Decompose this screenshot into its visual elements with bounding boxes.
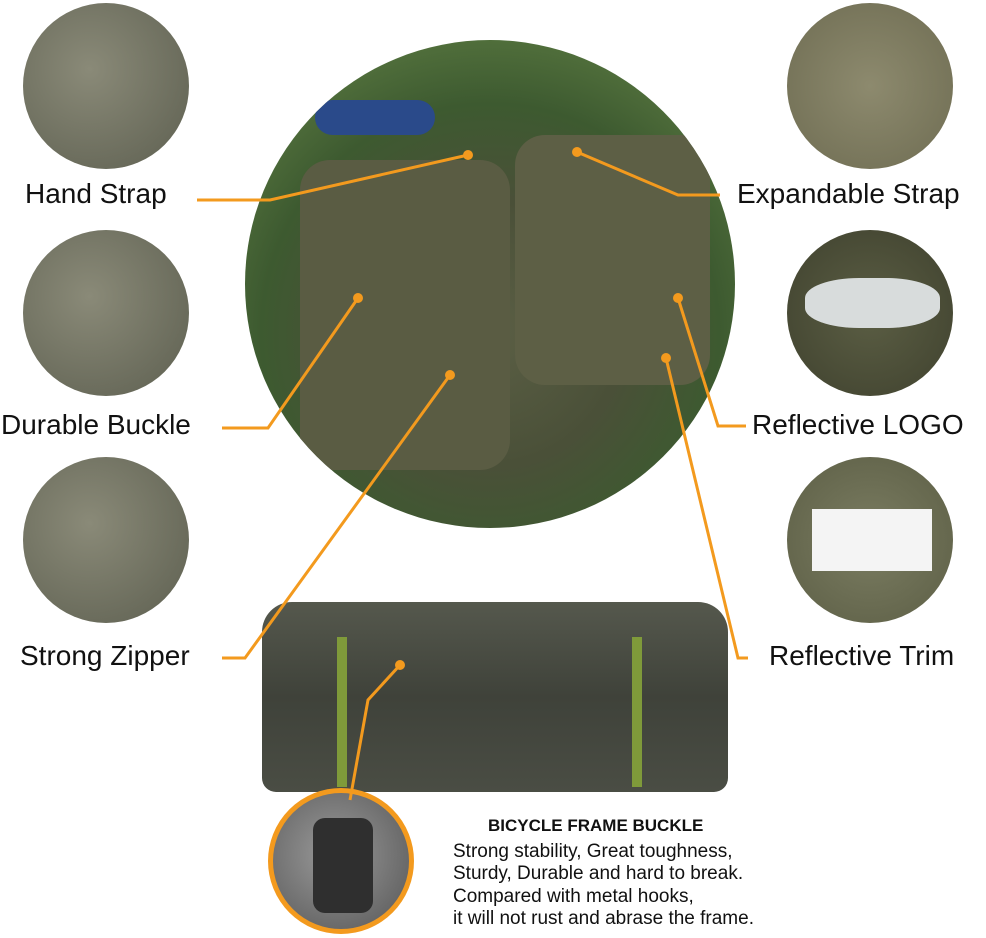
frame-buckle-description: BICYCLE FRAME BUCKLE Strong stability, G… — [453, 815, 754, 931]
callout-title: BICYCLE FRAME BUCKLE — [488, 816, 704, 835]
callout-line: Strong stability, Great toughness, — [453, 840, 733, 862]
label-hand-strap: Hand Strap — [25, 178, 167, 209]
pannier-bag-photo — [245, 40, 735, 528]
label-expandable-strap: Expandable Strap — [737, 178, 960, 209]
label-reflective-trim: Reflective Trim — [769, 640, 955, 671]
frame-buckle-closeup — [268, 788, 414, 934]
reflective-logo-closeup — [787, 230, 953, 396]
bag-back-view — [262, 602, 728, 792]
label-durable-buckle: Durable Buckle — [1, 409, 191, 440]
expandable-strap-closeup — [787, 3, 953, 169]
callout-line: it will not rust and abrase the frame. — [453, 908, 754, 929]
buckle-closeup — [23, 230, 189, 396]
zipper-closeup — [23, 457, 189, 623]
reflective-trim-closeup — [787, 457, 953, 623]
callout-line: Sturdy, Durable and hard to break. — [453, 863, 744, 884]
label-reflective-logo: Reflective LOGO — [752, 409, 964, 440]
hand-strap-closeup — [23, 3, 189, 169]
callout-line: Compared with metal hooks, — [453, 885, 694, 907]
label-strong-zipper: Strong Zipper — [20, 640, 190, 671]
